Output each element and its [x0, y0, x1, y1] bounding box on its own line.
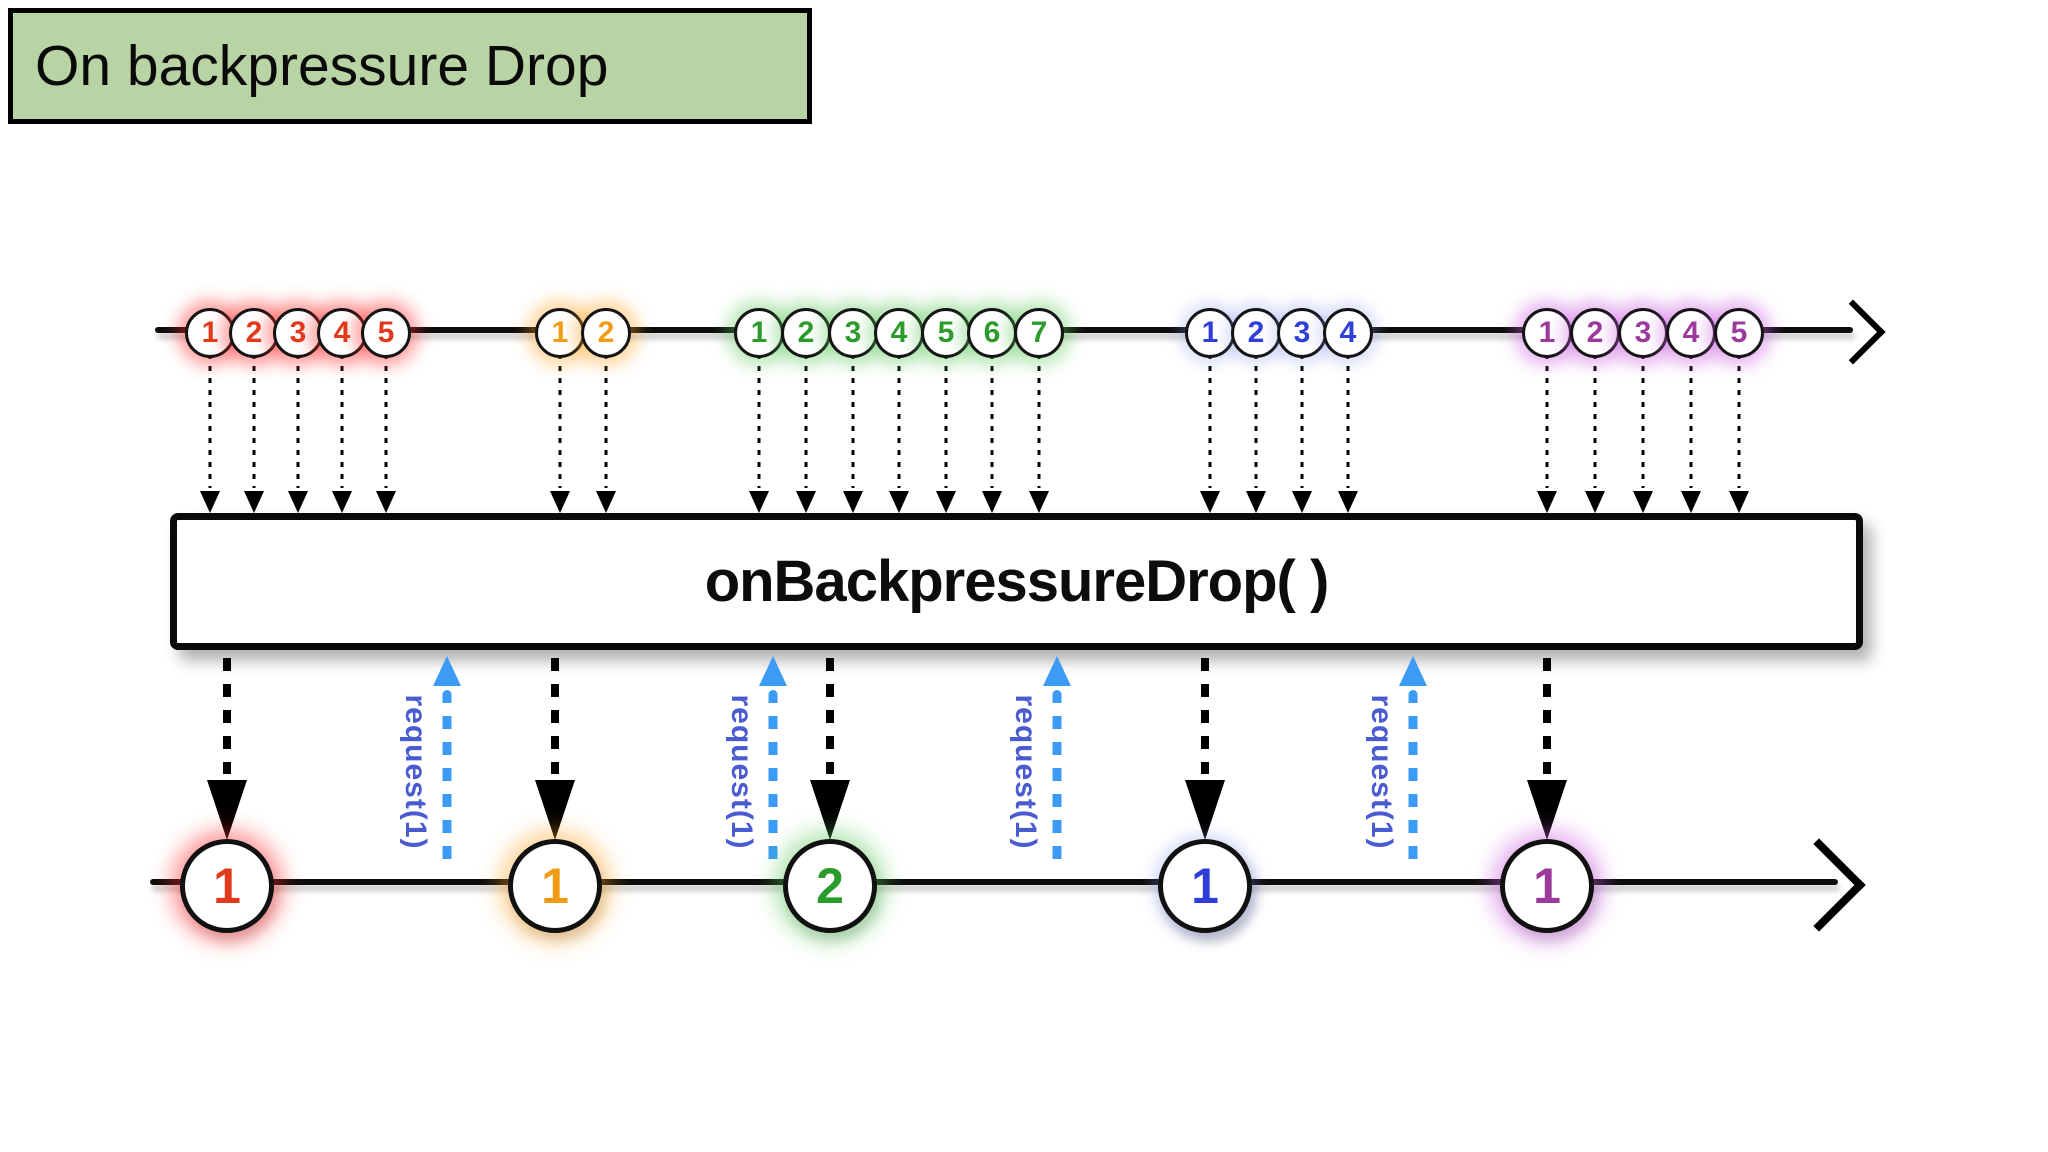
emission-arrow-icon	[200, 354, 220, 513]
emission-arrow-icon	[550, 354, 570, 513]
emission-arrow-icon	[1633, 354, 1653, 513]
source-marble: 1	[1185, 308, 1235, 358]
output-marble: 1	[180, 839, 274, 933]
source-marble: 1	[1522, 308, 1572, 358]
emission-arrow-icon	[1681, 354, 1701, 513]
operator-label: onBackpressureDrop( )	[704, 549, 1330, 614]
emission-arrow-icon	[889, 354, 909, 513]
source-marble: 5	[361, 308, 411, 358]
source-marble: 4	[1666, 308, 1716, 358]
source-marble: 2	[1231, 308, 1281, 358]
source-marble: 4	[874, 308, 924, 358]
output-marble: 2	[783, 839, 877, 933]
delivery-arrow-icon	[534, 658, 576, 840]
emission-arrow-icon	[1338, 354, 1358, 513]
emission-arrow-icon	[1537, 354, 1557, 513]
request-label: request(1)	[1365, 694, 1398, 850]
emission-arrow-icon	[244, 354, 264, 513]
source-marble: 4	[317, 308, 367, 358]
delivery-arrow-icon	[809, 658, 851, 840]
source-marble: 2	[581, 308, 631, 358]
emission-arrow-icon	[332, 354, 352, 513]
title-box: On backpressure Drop	[8, 8, 812, 124]
emission-arrow-icon	[1246, 354, 1266, 513]
output-marble: 1	[508, 839, 602, 933]
delivery-arrow-icon	[1184, 658, 1226, 840]
source-marble: 3	[273, 308, 323, 358]
output-timeline	[150, 879, 1838, 885]
source-marble: 4	[1323, 308, 1373, 358]
request-arrow-icon	[759, 656, 787, 872]
source-marble: 1	[535, 308, 585, 358]
source-marble: 5	[921, 308, 971, 358]
request-arrow-icon	[1399, 656, 1427, 872]
source-marble: 3	[1277, 308, 1327, 358]
emission-arrow-icon	[796, 354, 816, 513]
source-marble: 3	[828, 308, 878, 358]
title-label: On backpressure Drop	[35, 34, 609, 98]
source-marble: 7	[1014, 308, 1064, 358]
output-timeline-arrowhead-icon	[1772, 838, 1866, 932]
emission-arrow-icon	[1200, 354, 1220, 513]
delivery-arrow-icon	[1526, 658, 1568, 840]
emission-arrow-icon	[843, 354, 863, 513]
emission-arrow-icon	[596, 354, 616, 513]
source-marble: 1	[185, 308, 235, 358]
emission-arrow-icon	[288, 354, 308, 513]
request-label: request(1)	[399, 694, 432, 850]
emission-arrow-icon	[1029, 354, 1049, 513]
source-marble: 3	[1618, 308, 1668, 358]
emission-arrow-icon	[1729, 354, 1749, 513]
output-marble: 1	[1158, 839, 1252, 933]
request-arrow-icon	[1043, 656, 1071, 872]
emission-arrow-icon	[982, 354, 1002, 513]
request-arrow-icon	[433, 656, 461, 872]
source-marble: 2	[229, 308, 279, 358]
emission-arrow-icon	[936, 354, 956, 513]
request-label: request(1)	[725, 694, 758, 850]
emission-arrow-icon	[376, 354, 396, 513]
emission-arrow-icon	[1585, 354, 1605, 513]
source-marble: 5	[1714, 308, 1764, 358]
source-timeline-arrowhead-icon	[1820, 299, 1886, 365]
request-label: request(1)	[1009, 694, 1042, 850]
output-marble: 1	[1500, 839, 1594, 933]
source-marble: 2	[1570, 308, 1620, 358]
emission-arrow-icon	[1292, 354, 1312, 513]
emission-arrow-icon	[749, 354, 769, 513]
source-marble: 6	[967, 308, 1017, 358]
source-marble: 1	[734, 308, 784, 358]
delivery-arrow-icon	[206, 658, 248, 840]
operator-box: onBackpressureDrop( )	[170, 513, 1863, 650]
source-marble: 2	[781, 308, 831, 358]
